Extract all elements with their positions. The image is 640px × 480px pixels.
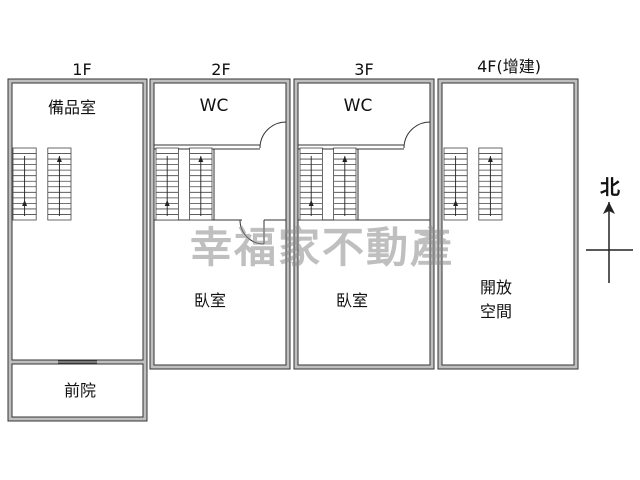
staircase bbox=[443, 147, 503, 221]
compass-arrow-icon bbox=[603, 202, 615, 214]
floor-4f: 4F(增建) 開放 空間 bbox=[437, 57, 579, 370]
room-label-front-yard: 前院 bbox=[64, 381, 96, 400]
watermark: 幸福家不動產 bbox=[190, 223, 454, 272]
stair-arrow-icon bbox=[198, 156, 204, 162]
stair-arrow-icon bbox=[56, 156, 62, 162]
floor-3f: 3F WC 臥室 bbox=[293, 60, 435, 370]
floor-3f-interior bbox=[297, 82, 431, 366]
staircase bbox=[155, 147, 213, 221]
floor-label-1f: 1F bbox=[72, 60, 91, 79]
door-swing bbox=[239, 219, 265, 245]
north-compass: 北 bbox=[586, 175, 633, 283]
floor-1f: 1F 備品室 前院 bbox=[7, 60, 148, 422]
stair-arrow-icon bbox=[164, 200, 170, 206]
room-label-space: 空間 bbox=[480, 302, 512, 321]
room-label-bedroom: 臥室 bbox=[194, 291, 226, 310]
floor-1f-front-yard bbox=[11, 363, 144, 418]
room-label-wc: WC bbox=[200, 96, 229, 116]
floor-1f-main-room bbox=[11, 82, 144, 361]
room-label-bedroom: 臥室 bbox=[336, 291, 368, 310]
floor-4f-interior bbox=[441, 82, 575, 366]
staircase bbox=[299, 147, 357, 221]
door-swing bbox=[403, 121, 431, 149]
stair-arrow-icon bbox=[22, 200, 28, 206]
room-label-open: 開放 bbox=[480, 278, 512, 297]
stair-arrow-icon bbox=[487, 156, 493, 162]
floor-2f: 2F WC 臥室 bbox=[149, 60, 291, 370]
door-swing bbox=[259, 121, 287, 149]
floor-label-2f: 2F bbox=[211, 60, 230, 79]
stair-arrow-icon bbox=[453, 200, 459, 206]
compass-north-label: 北 bbox=[600, 175, 620, 199]
room-label-wc: WC bbox=[344, 96, 373, 116]
floor-label-3f: 3F bbox=[354, 60, 373, 79]
floor-label-4f: 4F(增建) bbox=[477, 57, 541, 76]
staircase bbox=[12, 147, 72, 221]
stair-arrow-icon bbox=[308, 200, 314, 206]
stair-arrow-icon bbox=[342, 156, 348, 162]
room-label-storage: 備品室 bbox=[48, 98, 96, 117]
